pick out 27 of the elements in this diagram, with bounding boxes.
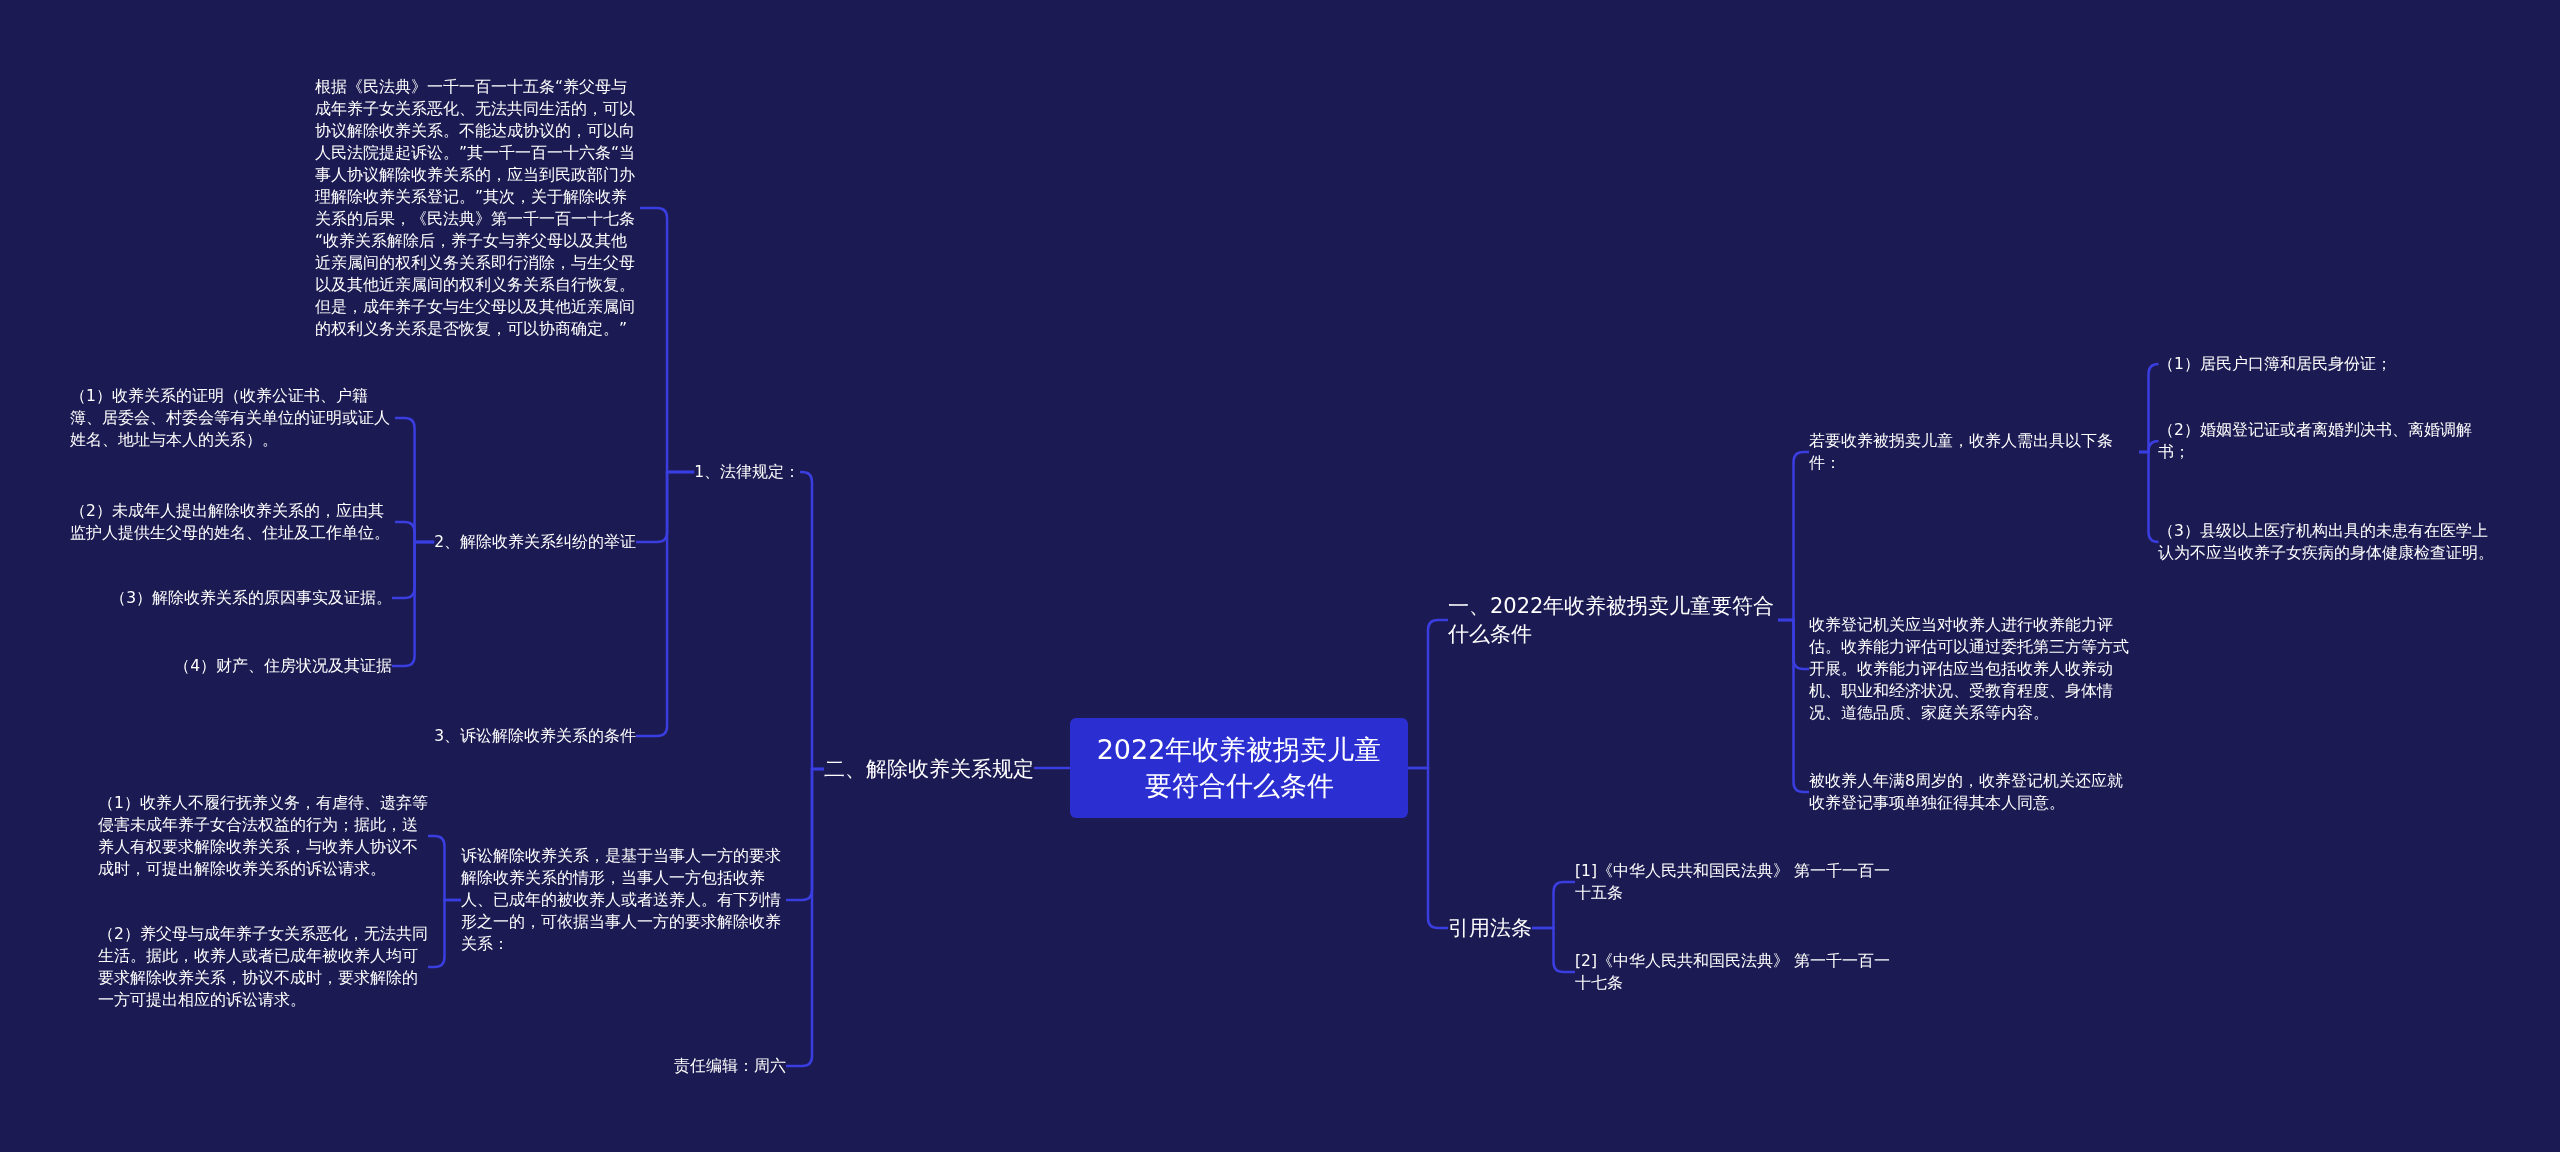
branch-text: 诉讼解除收养关系，是基于当事人一方的要求解除收养关系的情形，当事人一方包括收养人、已成年的被收养人或者送养人。有下列情形之一的，可依据当事人一方的要求解除收养关系：	[461, 845, 786, 955]
branch-text: 根据《民法典》一千一百一十五条“养父母与成年养子女关系恶化、无法共同生活的，可以协议解除收养关系。不能达成协议的，可以向人民法院提起诉讼。”其一千一百一十六条“当事人协议解除收养关系的，应当到民政部门办理解除收养关系登记。”其次，关于解除收养关系的后果，《民法典》第一千一百一十七条 “收养关系解除后，养子女与养父母以及其他近亲属间的权利义务关系即行消除，与生父母以及其他近亲属间的权利义务关系自行恢复。但是，成年养子女与生父母以及其他近亲属间的权利义务关系是否恢复，可以协商确定。”	[315, 76, 640, 340]
connector-line	[1532, 926, 1575, 974]
branch-text: 收养登记机关应当对收养人进行收养能力评估。收养能力评估可以通过委托第三方等方式开展。收养能力评估应当包括收养人收养动机、职业和经济状况、受教育程度、身体情况、道德品质、家庭关系等内容。	[1809, 614, 2139, 724]
branch-text: 1、法律规定：	[694, 461, 800, 483]
branch-text: （2）养父母与成年养子女关系恶化，无法共同生活。据此，收养人或者已成年被收养人均可要求解除收养关系，协议不成时，要求解除的一方可提出相应的诉讼请求。	[98, 923, 428, 1011]
central-topic-box: 2022年收养被拐卖儿童要符合什么条件	[1070, 718, 1408, 818]
branch-text: 3、诉讼解除收养关系的条件	[434, 725, 636, 747]
branch-text: 被收养人年满8周岁的，收养登记机关还应就收养登记事项单独征得其本人同意。	[1809, 770, 2134, 814]
branch-text: （3）解除收养关系的原因事实及证据。	[110, 587, 392, 609]
branch-label: 一、2022年收养被拐卖儿童要符合什么条件	[1448, 592, 1778, 648]
branch-text: （4）财产、住房状况及其证据	[174, 655, 392, 677]
connector-line	[2139, 450, 2160, 544]
branch-text: （2）婚姻登记证或者离婚判决书、离婚调解书；	[2158, 419, 2503, 463]
branch-text: （1）收养人不履行抚养义务，有虐待、遗弃等侵害未成年养子女合法权益的行为；据此，送养人有权要求解除收养关系，与收养人协议不成时，可提出解除收养关系的诉讼请求。	[98, 792, 428, 880]
branch-text: [1]《中华人民共和国民法典》 第一千一百一十五条	[1575, 860, 1895, 904]
branch-text: （1）居民户口簿和居民身份证；	[2158, 353, 2392, 375]
connector-line	[1034, 766, 1070, 770]
branch-label: 引用法条	[1448, 914, 1532, 942]
branch-text: 2、解除收养关系纠纷的举证	[434, 531, 636, 553]
branch-text: 责任编辑：周六	[674, 1055, 786, 1077]
branch-text: （3）县级以上医疗机构出具的未患有在医学上认为不应当收养子女疾病的身体健康检查证明。	[2158, 520, 2503, 564]
branch-text: [2]《中华人民共和国民法典》 第一千一百一十七条	[1575, 950, 1895, 994]
branch-text: 若要收养被拐卖儿童，收养人需出具以下条件：	[1809, 430, 2139, 474]
branch-text: （2）未成年人提出解除收养关系的，应由其监护人提供生父母的姓名、住址及工作单位。	[70, 500, 395, 544]
branch-text: （1）收养关系的证明（收养公证书、户籍簿、居委会、村委会等有关单位的证明或证人姓名、地址与本人的关系）。	[70, 385, 395, 451]
branch-label: 二、解除收养关系规定	[824, 755, 1034, 783]
